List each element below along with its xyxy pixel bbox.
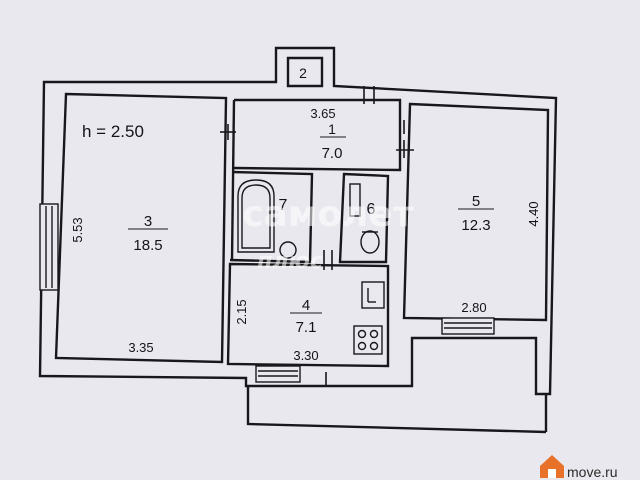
room-3-number: 3 bbox=[144, 213, 152, 230]
window-room-5 bbox=[441, 317, 495, 335]
ceiling-height: h = 2.50 bbox=[82, 122, 144, 141]
wall-room-4 bbox=[226, 262, 390, 368]
window-kitchen bbox=[255, 365, 301, 383]
wall-room-5 bbox=[402, 102, 550, 322]
watermark-line-1: самолет bbox=[242, 194, 414, 235]
dim-room-5-height: 4.40 bbox=[526, 201, 541, 226]
wall-room-1 bbox=[233, 98, 402, 172]
room-4-area: 7.1 bbox=[296, 319, 317, 336]
wall-room-3 bbox=[54, 92, 228, 364]
room-3-area: 18.5 bbox=[133, 237, 162, 254]
room-1-area: 7.0 bbox=[322, 145, 343, 162]
room-2-number: 2 bbox=[299, 65, 307, 81]
stove-icon bbox=[353, 325, 383, 355]
wall-hall-left bbox=[230, 99, 236, 261]
window-left bbox=[39, 203, 59, 291]
wall-room-7 bbox=[229, 170, 314, 264]
dim-kitchen-width: 3.30 bbox=[293, 348, 318, 363]
room-6-number: 6 bbox=[367, 201, 376, 218]
room-1-number: 1 bbox=[328, 121, 336, 137]
room-4-number: 4 bbox=[302, 297, 310, 314]
wall-room-2 bbox=[286, 56, 324, 88]
bathtub-icon bbox=[237, 179, 297, 259]
dim-room-3-height: 5.53 bbox=[70, 217, 85, 242]
toilet-icon bbox=[349, 183, 380, 254]
dim-room-3-width: 3.35 bbox=[128, 340, 153, 355]
room-7-number: 7 bbox=[279, 197, 288, 214]
dim-hall-width: 3.65 bbox=[310, 106, 335, 121]
move-logo-icon bbox=[540, 455, 564, 478]
wall-room-6 bbox=[338, 172, 390, 264]
room-5-number: 5 bbox=[472, 193, 480, 210]
sink-icon bbox=[361, 281, 385, 309]
dim-room-5-width: 2.80 bbox=[461, 300, 486, 315]
watermark-line-2: плюс bbox=[257, 249, 323, 274]
brand-name: move.ru bbox=[567, 464, 618, 480]
dim-kitchen-height: 2.15 bbox=[234, 299, 249, 324]
room-5-area: 12.3 bbox=[461, 217, 490, 234]
outer-wall bbox=[38, 46, 558, 396]
balcony bbox=[246, 386, 547, 434]
